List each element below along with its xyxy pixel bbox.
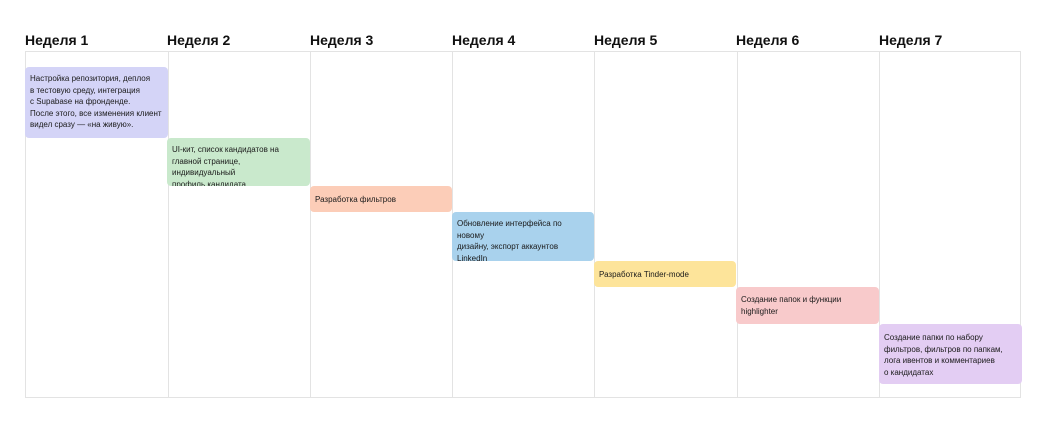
week-header-7: Неделя 7 xyxy=(879,32,943,48)
weekly-timeline: Неделя 1 Неделя 2 Неделя 3 Неделя 4 Неде… xyxy=(25,30,1022,400)
task-card-week-6: Создание папок и функции highlighter xyxy=(736,287,879,324)
task-card-week-2: UI-кит, список кандидатов на главной стр… xyxy=(167,138,310,186)
week-header-5: Неделя 5 xyxy=(594,32,658,48)
task-card-week-7: Создание папки по набору фильтров, фильт… xyxy=(879,324,1022,384)
week-header-1: Неделя 1 xyxy=(25,32,89,48)
week-header-2: Неделя 2 xyxy=(167,32,231,48)
column-divider xyxy=(594,52,595,397)
task-card-week-4: Обновление интерфейса по новому дизайну,… xyxy=(452,212,594,261)
week-header-3: Неделя 3 xyxy=(310,32,374,48)
task-card-week-5: Разработка Tinder-mode xyxy=(594,261,736,287)
column-divider xyxy=(310,52,311,397)
column-divider xyxy=(879,52,880,397)
week-header-4: Неделя 4 xyxy=(452,32,516,48)
task-card-week-1: Настройка репозитория, деплоя в тестовую… xyxy=(25,67,168,138)
column-divider xyxy=(737,52,738,397)
week-header-6: Неделя 6 xyxy=(736,32,800,48)
task-card-week-3: Разработка фильтров xyxy=(310,186,452,212)
column-divider xyxy=(168,52,169,397)
